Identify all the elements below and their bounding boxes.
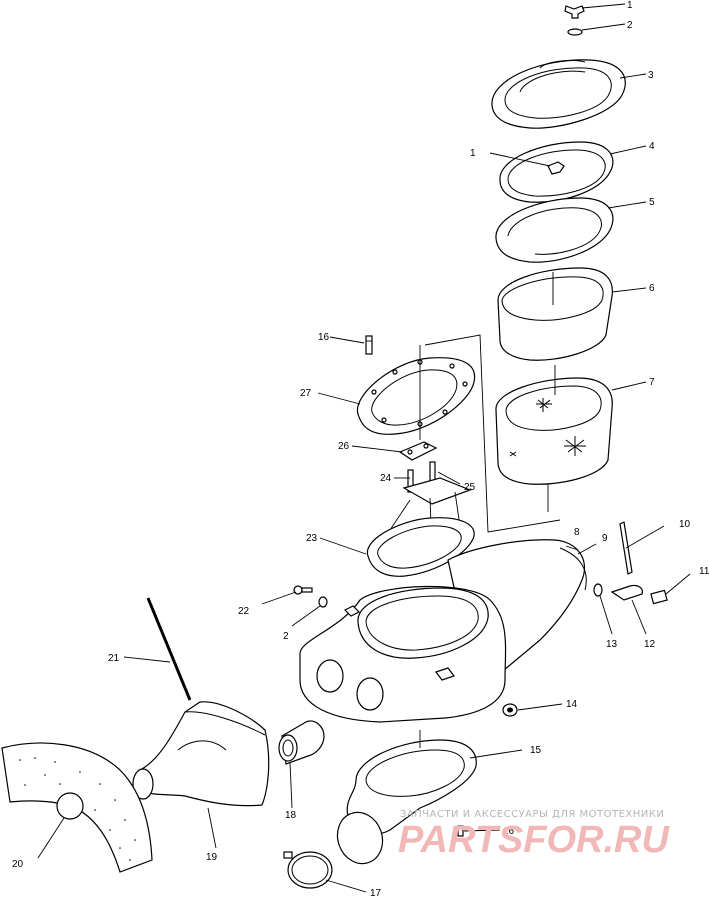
part-rod-21	[146, 597, 193, 701]
callout-11: 11	[699, 566, 709, 577]
part-clamp-17	[283, 851, 333, 889]
callout-12: 12	[644, 639, 656, 650]
callout-17: 17	[370, 888, 382, 899]
part-lid-5	[495, 197, 614, 263]
callout-20: 20	[12, 859, 24, 870]
part-plate-26	[398, 441, 438, 461]
callout-24: 24	[380, 473, 392, 484]
callout-25: 25	[464, 482, 476, 493]
part-gasket-27	[356, 345, 476, 440]
callout-19: 19	[206, 852, 218, 863]
callout-8: 8	[574, 527, 580, 538]
callout-9: 9	[602, 533, 608, 544]
watermark-subtitle: ЗАПЧАСТИ И АКСЕССУАРЫ ДЛЯ МОТОТЕХНИКИ	[400, 809, 664, 820]
callout-10: 10	[679, 519, 691, 530]
callout-6: 6	[649, 283, 655, 294]
callout-2-top: 2	[627, 20, 633, 31]
part-filter-7	[495, 365, 613, 485]
part-adapter-18	[278, 720, 325, 765]
callout-2-lower: 2	[283, 631, 289, 642]
callout-16-lower: 16	[503, 826, 515, 837]
part-boot-15	[336, 730, 477, 865]
part-airbox-body	[299, 585, 507, 723]
watermark: ЗАПЧАСТИ И АКСЕССУАРЫ ДЛЯ МОТОТЕХНИКИ PA…	[398, 809, 670, 861]
callout-23: 23	[306, 533, 318, 544]
callout-18: 18	[285, 810, 297, 821]
watermark-brand: PARTSFOR.RU	[398, 819, 670, 861]
part-bracket-23	[366, 461, 475, 577]
callout-14: 14	[566, 699, 578, 710]
callout-16-upper: 16	[318, 332, 330, 343]
callout-1-top: 1	[627, 0, 633, 11]
callout-3: 3	[648, 70, 654, 81]
guide-lines	[424, 334, 561, 533]
callout-21: 21	[108, 653, 120, 664]
callout-15: 15	[530, 745, 542, 756]
callout-26: 26	[338, 441, 350, 452]
callout-7: 7	[649, 377, 655, 388]
part-wing-nut-top	[564, 5, 585, 36]
callout-27: 27	[300, 388, 312, 399]
part-gasket-4	[499, 141, 614, 203]
part-cover	[491, 59, 626, 129]
callout-4: 4	[649, 141, 655, 152]
callout-5: 5	[649, 197, 655, 208]
part-foam-6	[497, 267, 613, 361]
leader-lines	[37, 3, 691, 893]
part-bolt-upper	[365, 335, 373, 355]
callout-13: 13	[606, 639, 618, 650]
part-screw-22	[293, 585, 328, 608]
callout-labels: 1 2 3 1 4 5 6 7 16 27 26 24 25 23 8 9 10…	[12, 0, 709, 899]
callout-1-gasket: 1	[470, 148, 476, 159]
part-duct-19	[132, 701, 270, 807]
part-grommet-14	[502, 703, 518, 717]
callout-22: 22	[238, 606, 250, 617]
part-shield-20	[1, 742, 153, 873]
